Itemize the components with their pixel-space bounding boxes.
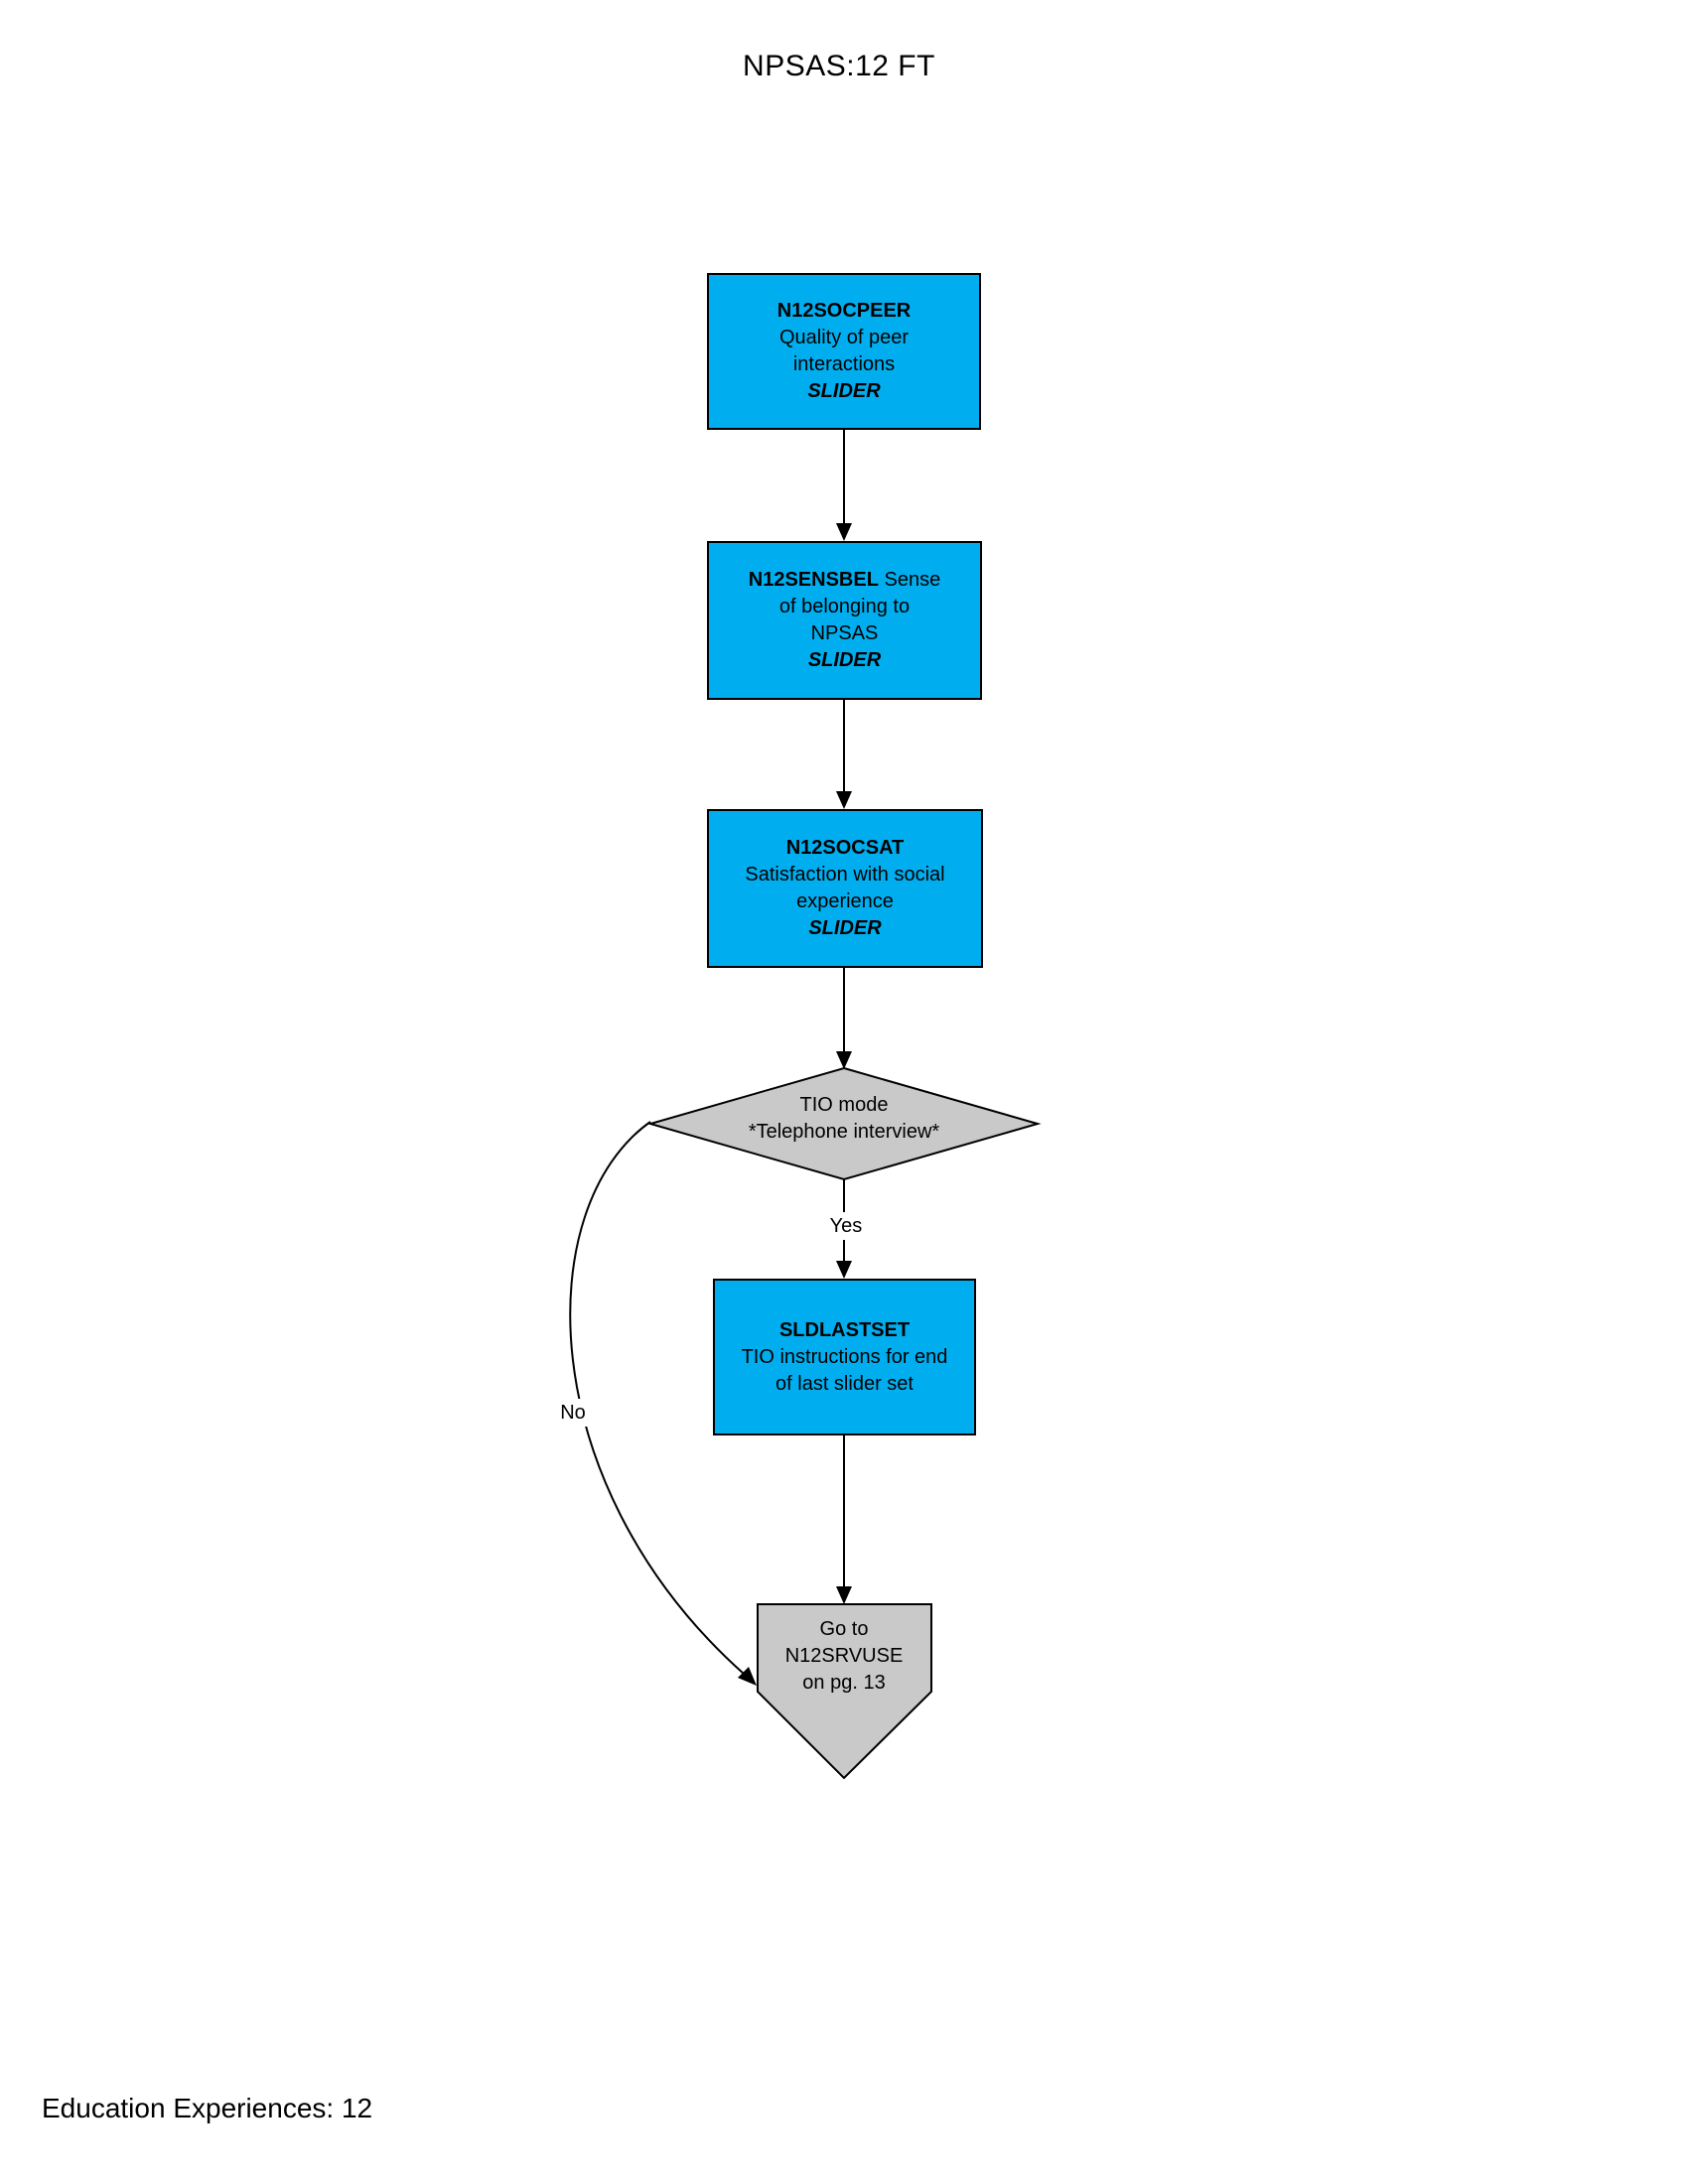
- page-footer: Education Experiences: 12: [42, 2093, 373, 2123]
- arrow-no-to-goto: [569, 1121, 745, 1675]
- arrowhead-n12sensbel: [836, 523, 852, 541]
- node-desc-inline: Sense: [884, 569, 941, 591]
- node-desc-line: NPSAS: [810, 622, 879, 644]
- arrowhead-sldlastset: [836, 1261, 852, 1279]
- node-sldlastset: SLDLASTSET TIO instructions for end of l…: [713, 1279, 976, 1435]
- arrowhead-n12socsat: [836, 791, 852, 809]
- node-name: N12SOCPEER: [776, 300, 912, 322]
- node-desc-line: interactions: [792, 353, 896, 375]
- node-goto-n12srvuse-label: Go to N12SRVUSE on pg. 13: [760, 1616, 928, 1697]
- node-type-label: SLIDER: [807, 649, 882, 671]
- node-tio-mode-label: TIO mode *Telephone interview*: [695, 1092, 993, 1146]
- goto-line: on pg. 13: [802, 1672, 886, 1694]
- node-n12sensbel: N12SENSBEL Sense of belonging to NPSAS S…: [707, 541, 982, 700]
- node-desc-line: of last slider set: [775, 1372, 914, 1395]
- node-desc-line: TIO instructions for end: [741, 1345, 948, 1368]
- node-n12socpeer: N12SOCPEER Quality of peer interactions …: [707, 273, 981, 430]
- node-desc-line: Satisfaction with social: [745, 864, 945, 886]
- decision-line: *Telephone interview*: [748, 1121, 940, 1143]
- arrowhead-goto: [836, 1586, 852, 1604]
- offpage-connector-n12srvuse: [757, 1603, 932, 1780]
- node-name-line: N12SENSBEL Sense: [749, 567, 940, 594]
- arrowhead-tio-mode: [836, 1051, 852, 1069]
- node-type-label: SLIDER: [808, 917, 882, 939]
- goto-line: N12SRVUSE: [784, 1645, 904, 1667]
- arrowhead-no-goto: [738, 1667, 757, 1686]
- decision-line: TIO mode: [799, 1094, 889, 1116]
- node-desc-line: Quality of peer: [778, 327, 910, 348]
- edge-label-yes: Yes: [814, 1212, 878, 1240]
- node-name: N12SENSBEL: [748, 569, 879, 591]
- node-desc-line: of belonging to: [778, 596, 911, 617]
- node-n12socsat: N12SOCSAT Satisfaction with social exper…: [707, 809, 983, 968]
- page-title: NPSAS:12 FT: [743, 50, 935, 82]
- node-desc-line: experience: [796, 890, 894, 912]
- edge-label-no: No: [546, 1399, 600, 1427]
- node-name: N12SOCSAT: [785, 837, 905, 859]
- node-type-label: SLIDER: [807, 380, 881, 402]
- goto-line: Go to: [819, 1618, 869, 1640]
- node-name: SLDLASTSET: [778, 1318, 911, 1341]
